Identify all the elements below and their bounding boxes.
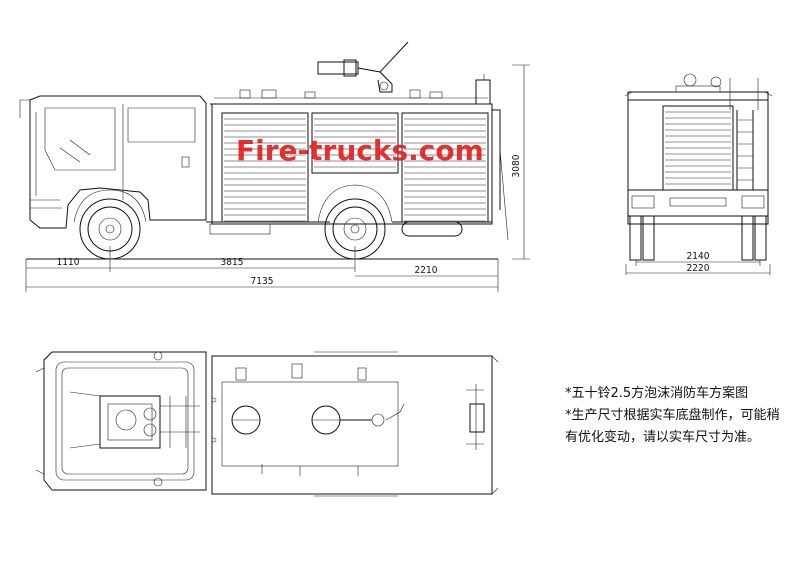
dim-height: 3080: [511, 154, 522, 177]
dim-rear-overhang: 2210: [415, 265, 438, 276]
dim-track: 2140: [687, 251, 710, 262]
dim-overall-width: 2220: [687, 263, 710, 274]
note-line-3: 有优化变动，请以实车尺寸为准。: [565, 430, 761, 445]
top-view: [35, 351, 499, 497]
tank-manholes: [231, 403, 405, 435]
dim-overall-length: 7135: [251, 276, 274, 287]
note-title: *五十铃2.5方泡沫消防车方案图: [565, 386, 749, 401]
chassis-detail: [69, 351, 200, 487]
note-line-2: *生产尺寸根据实车底盘制作，可能稍: [565, 408, 780, 423]
dim-front-overhang: 1110: [57, 257, 80, 268]
watermark-text: Fire-trucks.com: [236, 134, 484, 167]
side-view: [19, 41, 530, 292]
dim-wheelbase: 3815: [221, 257, 244, 268]
rear-view: [624, 73, 773, 275]
design-notes: *五十铃2.5方泡沫消防车方案图 *生产尺寸根据实车底盘制作，可能稍 有优化变动…: [565, 383, 795, 449]
foam-cannon: [317, 41, 409, 93]
rear-ladder: [729, 78, 759, 190]
